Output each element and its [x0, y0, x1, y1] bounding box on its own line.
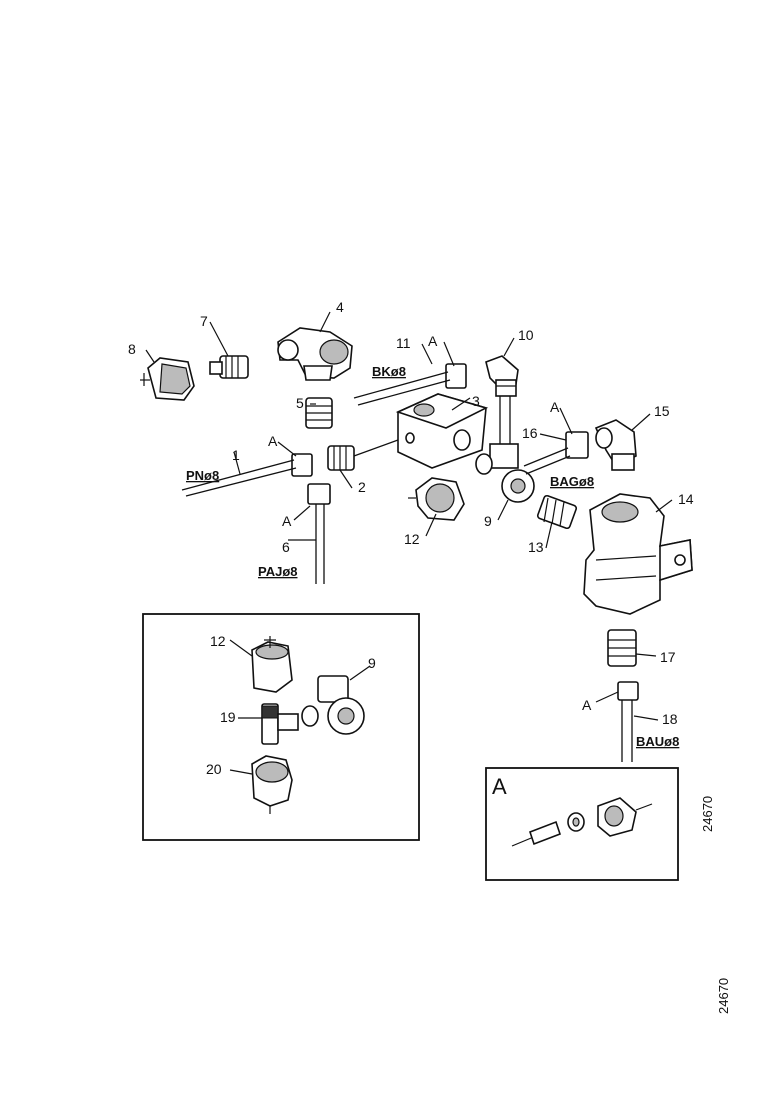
a-marker-pn: A	[268, 433, 278, 449]
callout-9: 9	[484, 513, 492, 529]
tube-bk	[353, 371, 451, 406]
a-marker-bau: A	[582, 697, 592, 713]
part-2-nipple	[327, 439, 399, 471]
callout-18: 18	[662, 711, 678, 727]
tube-label-pa: PAJø8	[258, 564, 298, 579]
callout-4: 4	[336, 299, 344, 315]
ref-number-bottom: 24670	[716, 978, 731, 1014]
tube-label-bk: BKø8	[372, 364, 406, 379]
inset-callout-12: 12	[210, 633, 226, 649]
part-13-nipple	[536, 494, 578, 530]
nut-a-bag	[565, 431, 589, 459]
part-4-elbow	[277, 327, 353, 381]
leader-lines	[145, 311, 673, 721]
callout-1: 1	[232, 447, 240, 463]
inset-leader-lines	[229, 639, 371, 775]
inset-frame-12-9-19-20	[142, 613, 420, 841]
part-9-tee	[475, 443, 535, 503]
part-14-valve	[583, 493, 693, 615]
detail-a-frame	[485, 767, 679, 881]
callout-12: 12	[404, 531, 420, 547]
a-marker-pa: A	[282, 513, 292, 529]
inset-part-20	[251, 755, 293, 814]
part-5-nipple	[305, 397, 333, 429]
nut-a-pn	[291, 453, 313, 477]
inset-part-9	[301, 675, 365, 735]
nut-a-bau	[617, 681, 639, 701]
part-10-elbow	[485, 355, 519, 397]
callout-16: 16	[522, 425, 538, 441]
tube-bau	[621, 700, 633, 762]
part-12-connector	[408, 477, 465, 521]
tube-label-pn: PNø8	[186, 468, 219, 483]
callout-10: 10	[518, 327, 534, 343]
callout-3: 3	[472, 393, 480, 409]
nut-a-pa	[307, 483, 331, 505]
inset-part-19	[261, 703, 299, 745]
tube-label-bag: BAGø8	[550, 474, 594, 489]
tube-pn	[181, 459, 297, 497]
a-marker-bag: A	[550, 399, 560, 415]
callout-2: 2	[358, 479, 366, 495]
tube-vertical-10-9	[499, 396, 511, 444]
tube-label-bau: BAUø8	[636, 734, 679, 749]
part-7-nipple	[209, 355, 249, 379]
detail-a-letter: A	[492, 774, 507, 799]
part-3-valve-block	[395, 393, 489, 469]
callout-5: 5	[296, 395, 304, 411]
callout-7: 7	[200, 313, 208, 329]
callout-15: 15	[654, 403, 670, 419]
detail-a-parts	[511, 797, 653, 847]
callout-6: 6	[282, 539, 290, 555]
inset-callout-20: 20	[206, 761, 222, 777]
callout-8: 8	[128, 341, 136, 357]
ref-number-side: 24670	[700, 796, 715, 832]
inset-callout-19: 19	[220, 709, 236, 725]
inset-part-12	[251, 636, 293, 693]
tube-bag	[523, 447, 571, 475]
tube-pa	[315, 504, 325, 584]
callout-11: 11	[396, 335, 411, 351]
nut-a-bk	[445, 363, 467, 389]
callout-17: 17	[660, 649, 676, 665]
a-marker-bk: A	[428, 333, 438, 349]
part-8-connector	[140, 357, 195, 401]
part-17-nipple	[607, 629, 637, 667]
callout-14: 14	[678, 491, 694, 507]
callout-13: 13	[528, 539, 544, 555]
inset-callout-9: 9	[368, 655, 376, 671]
part-15-elbow	[594, 419, 637, 471]
